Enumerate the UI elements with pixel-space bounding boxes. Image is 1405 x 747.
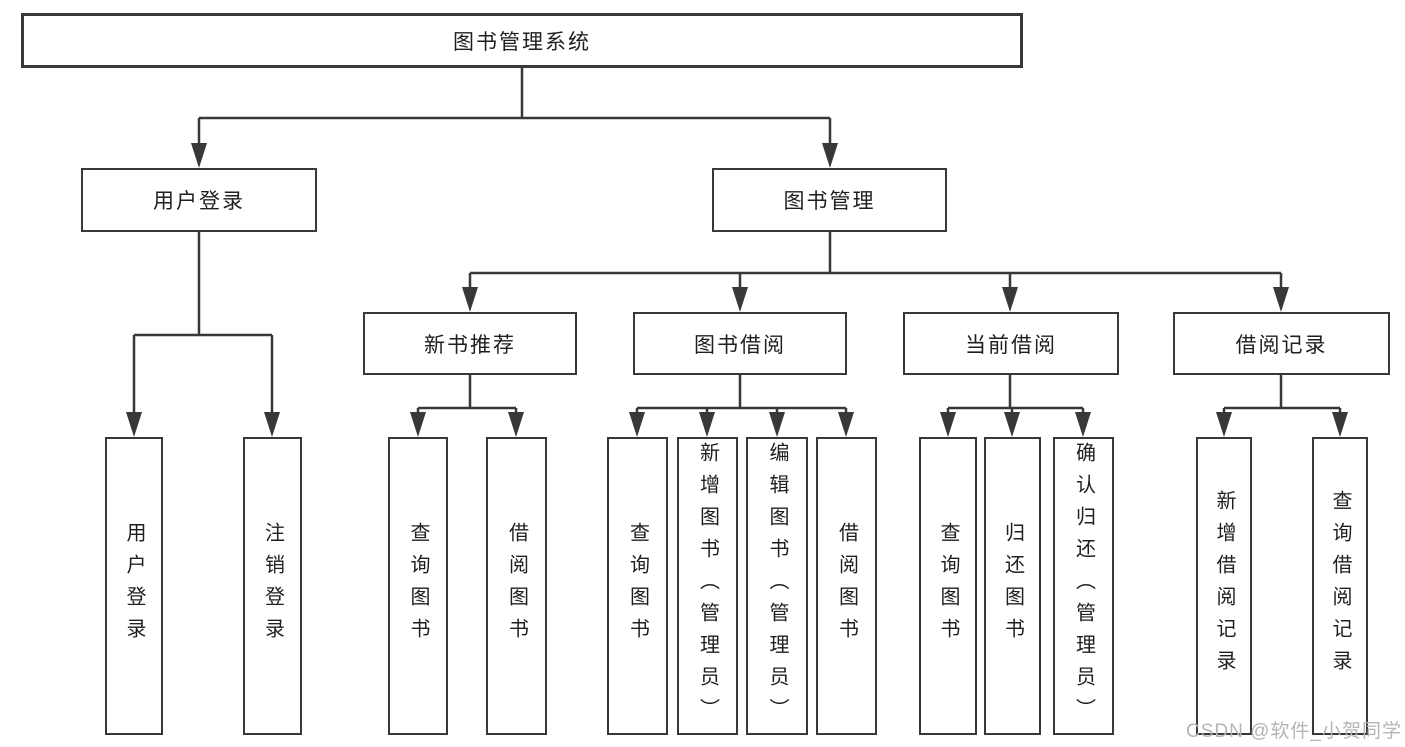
leaf-logout: 注销登录 bbox=[243, 437, 302, 735]
node-label: 查询图书 bbox=[407, 522, 429, 650]
node-label: 编辑图书（管理员） bbox=[766, 442, 788, 730]
node-label: 查询图书 bbox=[937, 522, 959, 650]
node-label: 新书推荐 bbox=[424, 333, 516, 357]
leaf-query-borrow-record: 查询借阅记录 bbox=[1312, 437, 1368, 735]
leaf-confirm-return-admin: 确认归还（管理员） bbox=[1053, 437, 1114, 735]
node-label: 新增图书（管理员） bbox=[696, 442, 719, 730]
node-label: 查询借阅记录 bbox=[1329, 490, 1351, 682]
node-current-borrowing: 当前借阅 bbox=[903, 312, 1119, 375]
node-label: 确认归还（管理员） bbox=[1072, 442, 1095, 730]
node-label: 当前借阅 bbox=[965, 333, 1057, 357]
csdn-watermark: CSDN @软件_小贺同学 bbox=[1186, 721, 1402, 742]
leaf-query-books-borrowing: 查询图书 bbox=[607, 437, 668, 735]
leaf-edit-books-admin: 编辑图书（管理员） bbox=[746, 437, 808, 735]
leaf-query-books-recommend: 查询图书 bbox=[388, 437, 448, 735]
node-label: 用户登录 bbox=[123, 522, 145, 650]
node-label: 借阅图书 bbox=[505, 522, 528, 650]
node-library-management-system: 图书管理系统 bbox=[21, 13, 1023, 68]
node-label: 借阅图书 bbox=[835, 522, 858, 650]
leaf-add-borrow-record: 新增借阅记录 bbox=[1196, 437, 1252, 735]
leaf-add-books-admin: 新增图书（管理员） bbox=[677, 437, 738, 735]
node-new-book-recommend: 新书推荐 bbox=[363, 312, 577, 375]
leaf-query-books-current: 查询图书 bbox=[919, 437, 977, 735]
leaf-user-login: 用户登录 bbox=[105, 437, 163, 735]
node-book-management: 图书管理 bbox=[712, 168, 947, 232]
node-label: 用户登录 bbox=[153, 190, 245, 213]
node-label: 注销登录 bbox=[261, 522, 284, 650]
node-label: 借阅记录 bbox=[1235, 333, 1328, 357]
node-user-login: 用户登录 bbox=[81, 168, 317, 232]
leaf-borrow-books-borrowing: 借阅图书 bbox=[816, 437, 877, 735]
leaf-return-books: 归还图书 bbox=[984, 437, 1041, 735]
leaf-borrow-books-recommend: 借阅图书 bbox=[486, 437, 547, 735]
node-book-borrowing: 图书借阅 bbox=[633, 312, 847, 375]
node-label: 图书管理 bbox=[783, 190, 876, 213]
node-label: 新增借阅记录 bbox=[1213, 490, 1235, 682]
node-label: 归还图书 bbox=[1001, 522, 1024, 650]
node-label: 图书借阅 bbox=[694, 333, 786, 357]
node-label: 查询图书 bbox=[626, 522, 649, 650]
node-label: 图书管理系统 bbox=[453, 30, 591, 54]
node-borrowing-records: 借阅记录 bbox=[1173, 312, 1390, 375]
